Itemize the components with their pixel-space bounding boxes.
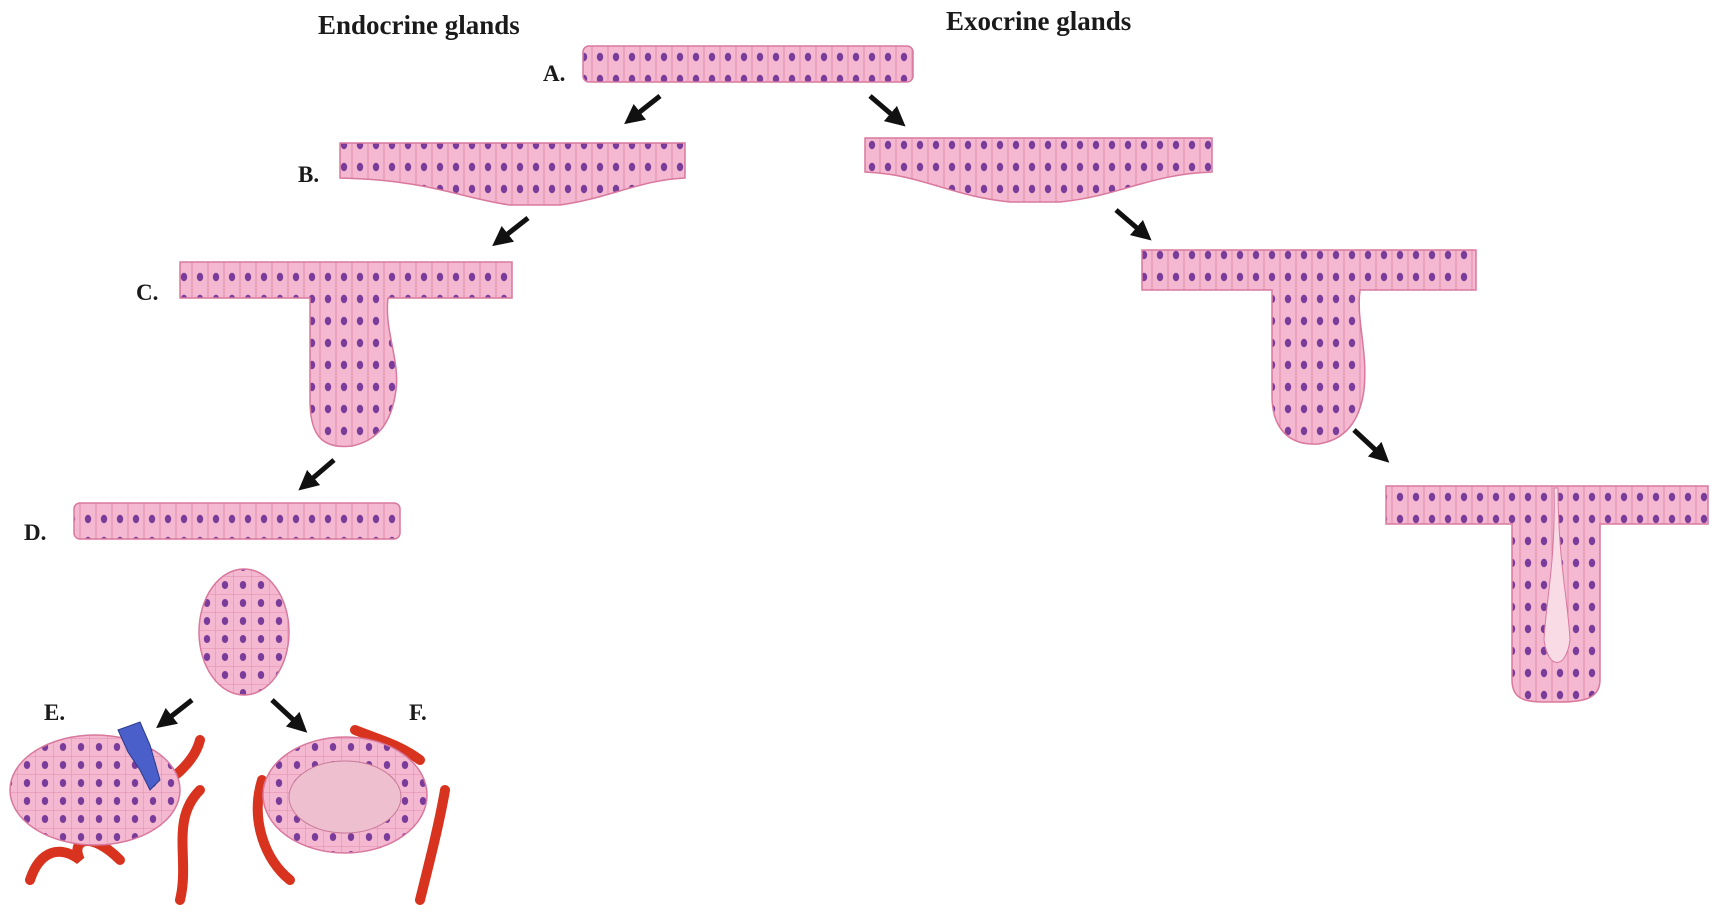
stage-exocrine-gland-with-duct <box>1386 486 1708 702</box>
arrow-c-to-final-exocrine <box>1354 430 1382 456</box>
stage-b-endocrine-thickening <box>340 143 685 205</box>
label-stage-d: D. <box>24 520 46 546</box>
arrow-a-to-b-exocrine <box>870 96 898 120</box>
arrow-d-to-e <box>164 700 192 722</box>
label-stage-c: C. <box>136 280 158 306</box>
stage-d-detached-cluster <box>199 569 289 695</box>
stage-c-endocrine-downgrowth <box>180 262 512 447</box>
stage-e-endocrine-cords <box>10 722 200 900</box>
stage-b-exocrine-thickening <box>865 138 1212 202</box>
heading-exocrine: Exocrine glands <box>946 6 1131 37</box>
stage-c-exocrine-downgrowth <box>1142 250 1476 444</box>
stage-a-epithelium <box>583 46 913 82</box>
arrow-b-to-c-endocrine <box>500 218 528 240</box>
arrow-c-to-d <box>306 460 334 484</box>
label-stage-f: F. <box>409 700 427 726</box>
arrow-d-to-f <box>272 700 300 726</box>
arrow-b-to-c-exocrine <box>1116 210 1144 234</box>
stage-d-epithelium <box>74 503 400 539</box>
stage-f-endocrine-follicle <box>258 730 445 900</box>
label-stage-b: B. <box>298 162 319 188</box>
label-stage-a: A. <box>543 61 565 87</box>
heading-endocrine: Endocrine glands <box>318 10 520 41</box>
label-stage-e: E. <box>44 700 65 726</box>
arrow-a-to-b-endocrine <box>632 96 660 118</box>
